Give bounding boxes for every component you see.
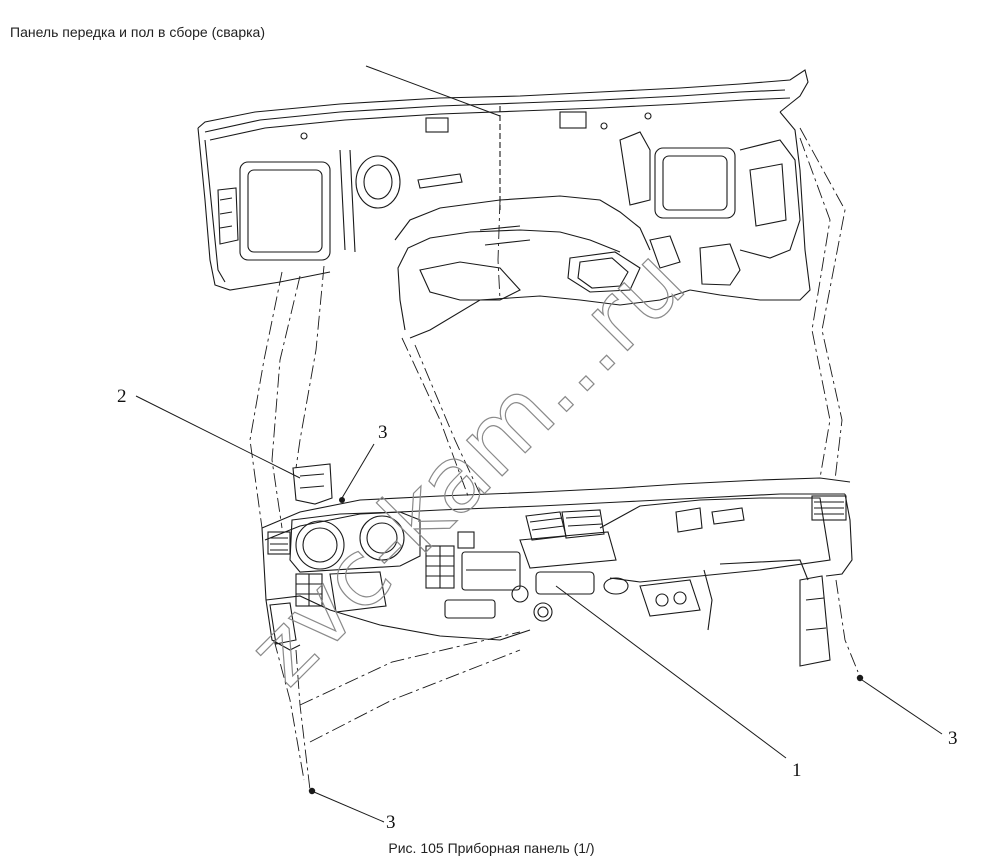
fastener-dot [856,674,864,682]
callout-label-3-right: 3 [948,728,958,749]
callout-leaders [135,65,943,823]
figure-caption: Рис. 105 Приборная панель (1/) [388,840,595,856]
front-panel-floor-assembly [197,69,811,339]
callout-label-3-bottom: 3 [386,812,396,833]
assembly-guide-lines [249,127,859,791]
instrument-panel-assembly [261,463,853,667]
fastener-dot [308,787,316,795]
callout-label-1: 1 [792,760,802,781]
fastener-dot [339,497,345,503]
callout-label-2: 2 [117,386,127,407]
diagram-title: Панель передка и пол в сборе (сварка) [10,24,265,40]
fastener-points [308,497,864,795]
callout-label-3-top: 3 [378,422,388,443]
